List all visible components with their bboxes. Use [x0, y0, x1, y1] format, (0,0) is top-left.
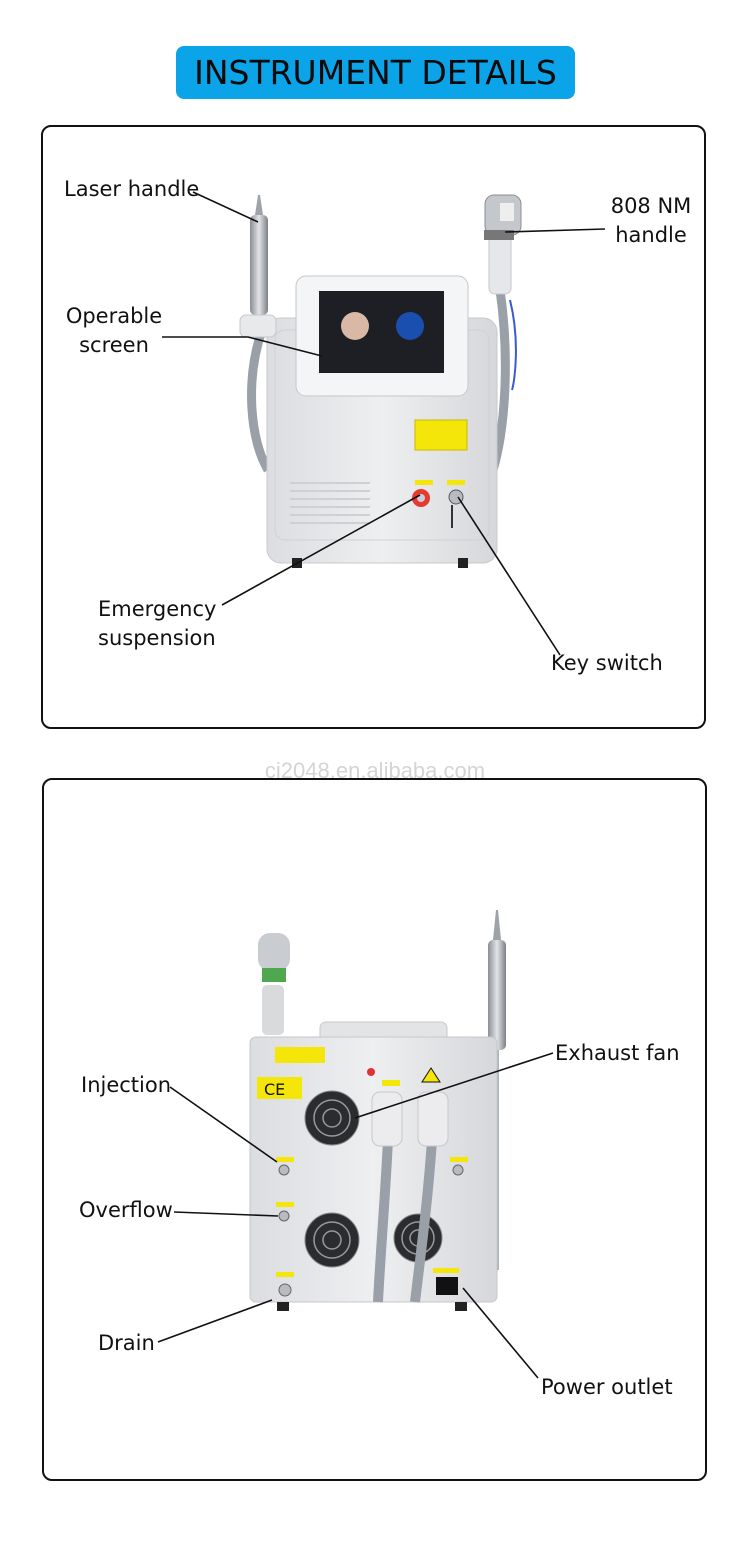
- label-exhaust-fan: Exhaust fan: [555, 1041, 680, 1065]
- leader-808-handle: [504, 228, 606, 233]
- label-line: screen: [79, 333, 149, 357]
- label-emergency-suspension: Emergency suspension: [98, 595, 216, 653]
- label-drain: Drain: [98, 1331, 155, 1355]
- label-line: Emergency: [98, 597, 217, 621]
- label-808-handle: 808 NM handle: [591, 192, 711, 250]
- front-view-panel: [41, 125, 706, 729]
- label-line: Operable: [65, 304, 163, 328]
- page-title: INSTRUMENT DETAILS: [176, 46, 575, 99]
- leader-operable-screen: [162, 336, 323, 357]
- leader-exhaust-fan: [354, 1052, 554, 1119]
- label-line: suspension: [98, 626, 216, 650]
- label-overflow: Overflow: [79, 1198, 173, 1222]
- front-machine: [239, 194, 522, 568]
- label-line: handle: [615, 223, 687, 247]
- label-operable-screen: Operable screen: [54, 302, 174, 360]
- label-power-outlet: Power outlet: [541, 1375, 673, 1399]
- leader-emergency: [221, 494, 421, 606]
- leader-overflow: [173, 1211, 279, 1217]
- leader-power-outlet: [462, 1287, 539, 1379]
- ce-mark: CE: [264, 1080, 285, 1099]
- leader-injection: [169, 1086, 278, 1163]
- leader-key-switch: [457, 496, 561, 656]
- label-injection: Injection: [81, 1073, 172, 1097]
- back-view-panel: [42, 778, 707, 1481]
- watermark: ci2048.en.alibaba.com: [264, 758, 486, 783]
- back-machine: CE: [249, 910, 506, 1311]
- label-key-switch: Key switch: [551, 651, 663, 675]
- label-line: 808 NM: [610, 194, 692, 218]
- leader-drain: [157, 1299, 273, 1343]
- leader-laser-handle: [192, 191, 259, 223]
- label-laser-handle: Laser handle: [64, 177, 200, 201]
